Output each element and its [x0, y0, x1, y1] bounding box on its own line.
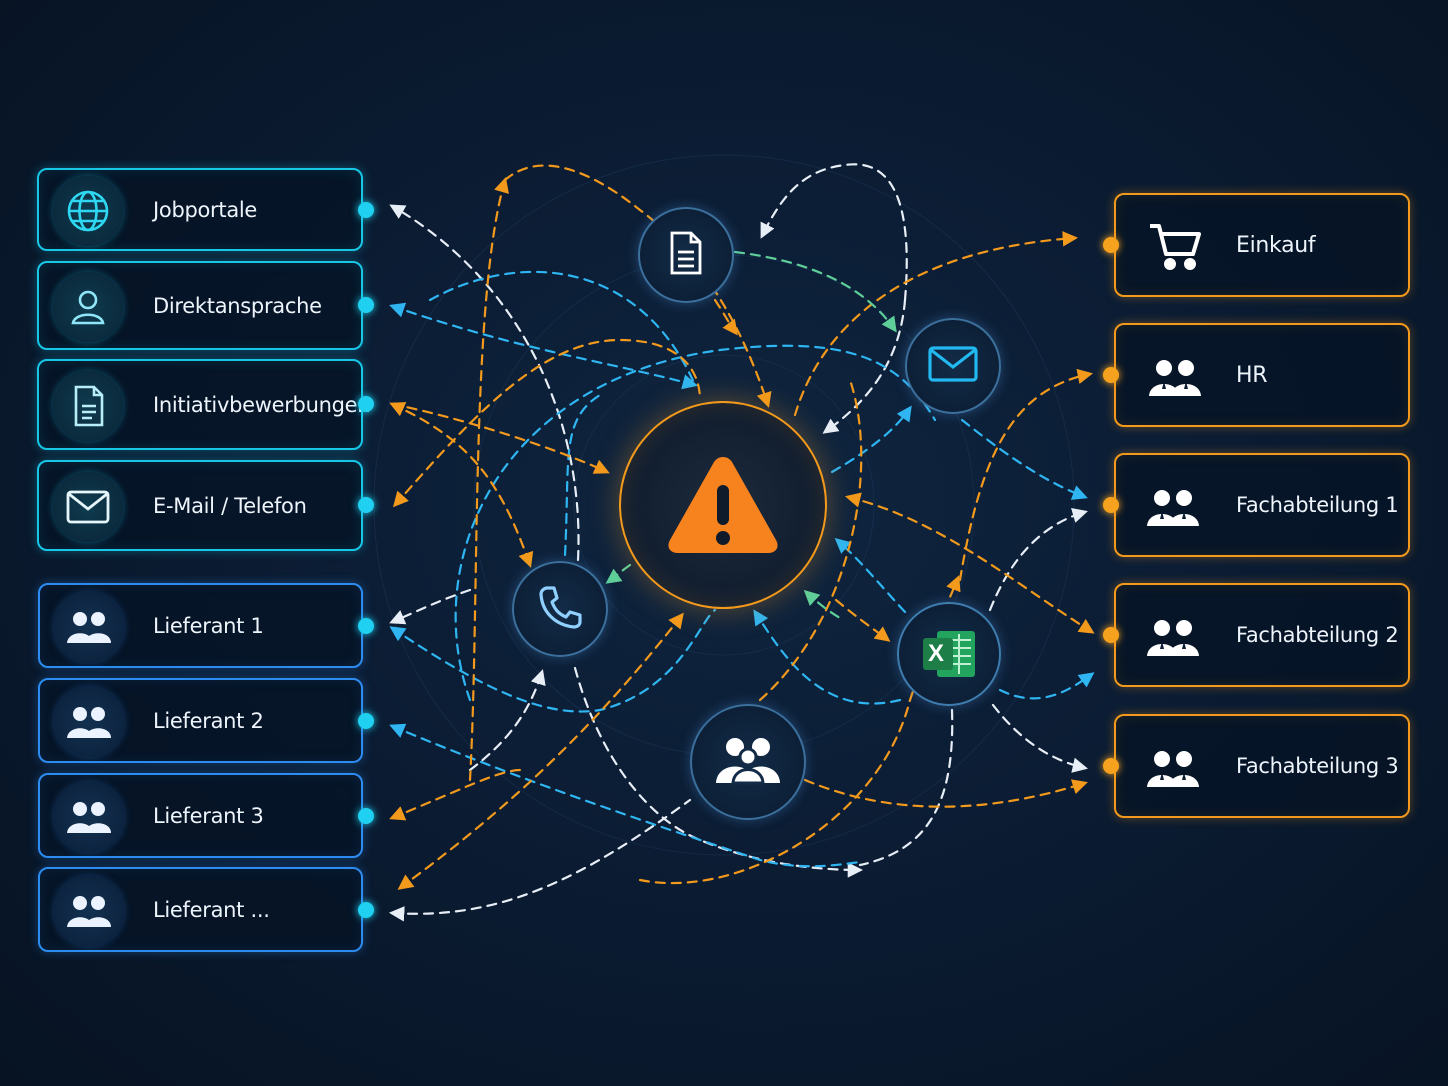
link-line [713, 298, 738, 336]
link-line [858, 708, 954, 867]
link-line [845, 492, 1095, 634]
link-line [760, 163, 908, 302]
supplier-label: Lieferant 1 [153, 613, 264, 638]
document-icon [53, 371, 123, 441]
people-icon [54, 876, 124, 946]
connector-dot [358, 713, 374, 729]
team-icon [1148, 359, 1202, 401]
link-line [428, 270, 697, 387]
people-icon [54, 687, 124, 757]
link-line [389, 768, 522, 821]
mail-node[interactable] [905, 318, 1001, 414]
link-line [991, 703, 1089, 773]
team-icon [1146, 750, 1200, 792]
connector-dot [358, 902, 374, 918]
link-line [803, 589, 842, 620]
supplier-label: Lieferant 2 [153, 708, 264, 733]
supplier-box-1[interactable]: Lieferant 1 [38, 583, 363, 668]
link-line [468, 669, 546, 772]
link-line [392, 338, 702, 508]
team-icon [1146, 489, 1200, 531]
link-line [830, 405, 912, 474]
link-line [389, 402, 534, 568]
connector-dot [358, 618, 374, 634]
source-box-email-telefon[interactable]: E-Mail / Telefon [37, 460, 363, 551]
cart-icon [1148, 220, 1204, 276]
source-box-direktansprache[interactable]: Direktansprache [37, 261, 363, 350]
link-line [998, 672, 1095, 700]
warning-node[interactable] [619, 401, 827, 609]
department-label: Fachabteilung 1 [1236, 493, 1399, 517]
people-icon [54, 782, 124, 852]
link-line [834, 537, 907, 614]
document-node[interactable] [638, 207, 734, 303]
connector-dot [358, 808, 374, 824]
link-line [733, 250, 897, 333]
link-line [389, 588, 472, 625]
phone-node[interactable] [512, 561, 608, 657]
link-line [388, 798, 692, 922]
department-label: HR [1236, 362, 1268, 388]
supplier-label: Lieferant 3 [153, 803, 264, 828]
department-label: Einkauf [1236, 232, 1316, 258]
connector-dot [1103, 367, 1119, 383]
connector-dot [1103, 497, 1119, 513]
link-line [960, 418, 1088, 500]
connector-dot [1103, 758, 1119, 774]
link-line [822, 298, 907, 434]
excel-letter: X [928, 640, 945, 667]
mail-icon [927, 345, 979, 387]
department-label: Fachabteilung 2 [1236, 623, 1399, 647]
link-line [803, 778, 1088, 808]
excel-node[interactable]: X [897, 602, 1001, 706]
department-label: Fachabteilung 3 [1236, 754, 1399, 778]
source-box-initiativbewerbungen[interactable]: Initiativbewerbungen [37, 359, 371, 450]
source-label: Direktansprache [153, 293, 322, 318]
connector-dot [1103, 627, 1119, 643]
connector-dot [358, 396, 374, 412]
excel-icon: X [921, 628, 977, 680]
link-line [397, 612, 684, 890]
document-icon [667, 230, 705, 280]
supplier-box-more[interactable]: Lieferant ... [38, 867, 363, 952]
link-line [454, 344, 937, 702]
supplier-box-2[interactable]: Lieferant 2 [38, 678, 363, 763]
link-line [834, 598, 891, 642]
source-box-jobportale[interactable]: Jobportale [37, 168, 363, 251]
mail-icon [53, 472, 123, 542]
link-line [605, 563, 632, 584]
link-line [563, 393, 602, 557]
person-icon [53, 272, 123, 342]
people-icon [54, 592, 124, 662]
globe-icon [53, 176, 123, 246]
warning-icon [664, 451, 782, 559]
link-line [503, 164, 772, 408]
link-line [390, 402, 610, 474]
source-label: E-Mail / Telefon [153, 493, 307, 518]
department-box-fachabteilung-3[interactable]: Fachabteilung 3 [1114, 714, 1410, 818]
link-line [753, 609, 902, 705]
link-line [389, 302, 698, 390]
supplier-label: Lieferant ... [153, 897, 270, 922]
source-label: Initiativbewerbungen [153, 392, 371, 417]
connector-dot [358, 497, 374, 513]
connector-dot [1103, 237, 1119, 253]
link-line [389, 204, 580, 562]
department-box-einkauf[interactable]: Einkauf [1114, 193, 1410, 297]
department-box-fachabteilung-2[interactable]: Fachabteilung 2 [1114, 583, 1410, 687]
source-label: Jobportale [153, 197, 258, 222]
supplier-box-3[interactable]: Lieferant 3 [38, 773, 363, 858]
group-icon [713, 735, 783, 789]
connector-dot [358, 297, 374, 313]
phone-icon [537, 584, 583, 634]
group-node[interactable] [690, 704, 806, 820]
link-line [793, 231, 1079, 417]
link-line [958, 368, 1094, 582]
department-box-hr[interactable]: HR [1114, 323, 1410, 427]
team-icon [1146, 619, 1200, 661]
department-box-fachabteilung-1[interactable]: Fachabteilung 1 [1114, 453, 1410, 557]
connector-dot [358, 202, 374, 218]
